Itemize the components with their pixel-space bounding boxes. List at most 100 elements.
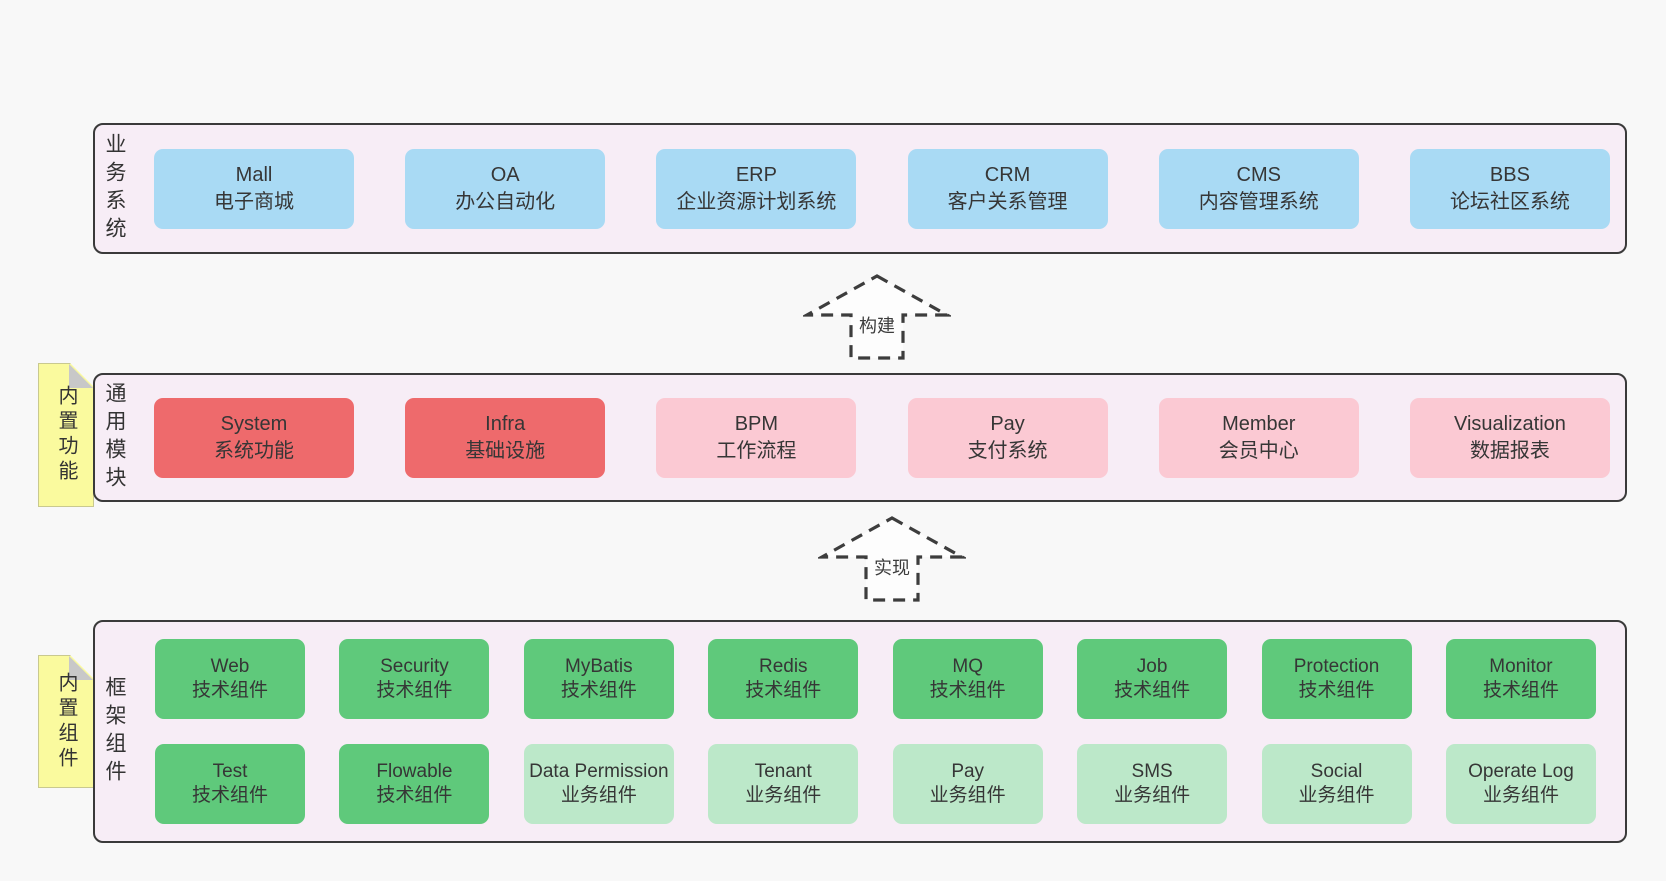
box-web: Web 技术组件 <box>155 639 305 719</box>
box-subtitle: 业务组件 <box>1114 785 1191 806</box>
arrow-implement: 实现 <box>818 514 966 604</box>
box-operate-log: Operate Log 业务组件 <box>1445 744 1596 824</box>
box-title: Mall <box>235 163 273 186</box>
component-row-2: Test 技术组件 Flowable 技术组件 Data Permission … <box>155 744 1596 824</box>
band-framework-components: 框架组件 Web 技术组件 Security 技术组件 MyBatis 技术组件… <box>93 620 1627 843</box>
box-subtitle: 技术组件 <box>1298 680 1375 701</box>
box-data-permission: Data Permission 业务组件 <box>523 744 674 824</box>
band-boxes: System 系统功能 Infra 基础设施 BPM 工作流程 Pay 支付系统… <box>154 375 1610 500</box>
box-subtitle: 技术组件 <box>1114 680 1191 701</box>
box-title: Redis <box>758 656 808 677</box>
box-subtitle: 技术组件 <box>191 785 268 806</box>
box-protection: Protection 技术组件 <box>1261 639 1412 719</box>
box-infra: Infra 基础设施 <box>405 397 606 478</box>
box-mybatis: MyBatis 技术组件 <box>523 639 674 719</box>
box-subtitle: 电子商城 <box>214 190 294 213</box>
box-subtitle: 企业资源计划系统 <box>676 190 837 213</box>
box-monitor: Monitor 技术组件 <box>1445 639 1596 719</box>
component-row-1: Web 技术组件 Security 技术组件 MyBatis 技术组件 Redi… <box>155 639 1596 719</box>
box-title: Job <box>1136 656 1168 677</box>
box-pay-component: Pay 业务组件 <box>892 744 1043 824</box>
arrow-implement-label: 实现 <box>874 558 910 578</box>
box-subtitle: 技术组件 <box>376 785 453 806</box>
box-flowable: Flowable 技术组件 <box>339 744 490 824</box>
sticky-note-label: 内置组件 <box>55 671 77 772</box>
box-title: Pay <box>951 761 985 782</box>
box-oa: OA 办公自动化 <box>405 148 606 229</box>
box-redis: Redis 技术组件 <box>708 639 859 719</box>
box-sms: SMS 业务组件 <box>1077 744 1228 824</box>
box-mall: Mall 电子商城 <box>154 148 354 229</box>
band-rows: Web 技术组件 Security 技术组件 MyBatis 技术组件 Redi… <box>155 622 1596 841</box>
box-subtitle: 支付系统 <box>967 439 1048 462</box>
box-test: Test 技术组件 <box>155 744 305 824</box>
box-title: System <box>220 412 288 435</box>
box-subtitle: 技术组件 <box>560 680 637 701</box>
box-subtitle: 业务组件 <box>1298 785 1375 806</box>
box-title: Tenant <box>754 761 812 782</box>
box-title: Monitor <box>1489 656 1553 677</box>
box-tenant: Tenant 业务组件 <box>708 744 859 824</box>
box-bpm: BPM 工作流程 <box>656 397 857 478</box>
box-title: Pay <box>990 412 1025 435</box>
box-title: Data Permission <box>529 761 669 782</box>
box-subtitle: 技术组件 <box>1482 680 1559 701</box>
box-subtitle: 业务组件 <box>929 785 1006 806</box>
band-common-modules: 通用模块 System 系统功能 Infra 基础设施 BPM 工作流程 Pay… <box>93 373 1627 502</box>
band-label: 通用模块 <box>103 381 126 494</box>
sticky-note-built-in-components: 内置组件 <box>38 655 94 788</box>
box-member: Member 会员中心 <box>1158 397 1359 478</box>
box-subtitle: 数据报表 <box>1469 439 1550 462</box>
box-subtitle: 内容管理系统 <box>1198 190 1319 213</box>
box-subtitle: 技术组件 <box>929 680 1006 701</box>
box-title: Visualization <box>1453 412 1566 435</box>
up-arrow-icon: 构建 <box>803 274 951 360</box>
box-subtitle: 论坛社区系统 <box>1449 190 1570 213</box>
box-title: Web <box>210 656 250 677</box>
band-label: 框架组件 <box>103 675 126 788</box>
box-title: MyBatis <box>565 656 633 677</box>
box-title: Member <box>1222 412 1296 435</box>
box-erp: ERP 企业资源计划系统 <box>656 148 857 229</box>
box-subtitle: 技术组件 <box>745 680 822 701</box>
box-system: System 系统功能 <box>154 397 354 478</box>
box-title: Protection <box>1293 656 1380 677</box>
box-subtitle: 客户关系管理 <box>947 190 1068 213</box>
box-title: SMS <box>1131 761 1173 782</box>
band-business-systems: 业务系统 Mall 电子商城 OA 办公自动化 ERP 企业资源计划系统 CRM… <box>93 123 1627 254</box>
box-subtitle: 业务组件 <box>560 785 637 806</box>
box-subtitle: 技术组件 <box>376 680 453 701</box>
box-title: Flowable <box>376 761 453 782</box>
band-label: 业务系统 <box>103 132 126 245</box>
box-title: Infra <box>485 412 526 435</box>
box-visualization: Visualization 数据报表 <box>1409 397 1610 478</box>
box-title: BPM <box>734 412 779 435</box>
box-title: Security <box>380 656 449 677</box>
box-title: BBS <box>1489 163 1530 186</box>
box-job: Job 技术组件 <box>1077 639 1228 719</box>
sticky-note-label: 内置功能 <box>55 385 77 485</box>
box-title: Operate Log <box>1468 761 1574 782</box>
box-title: CMS <box>1236 163 1281 186</box>
box-title: CRM <box>984 163 1031 186</box>
arrow-build: 构建 <box>803 272 951 362</box>
box-subtitle: 业务组件 <box>1482 785 1559 806</box>
box-title: MQ <box>952 656 983 677</box>
box-subtitle: 系统功能 <box>214 439 294 462</box>
box-title: ERP <box>735 163 777 186</box>
box-pay-system: Pay 支付系统 <box>907 397 1108 478</box>
box-bbs: BBS 论坛社区系统 <box>1409 148 1610 229</box>
box-social: Social 业务组件 <box>1261 744 1412 824</box>
box-subtitle: 办公自动化 <box>455 190 556 213</box>
sticky-note-built-in-features: 内置功能 <box>38 363 94 507</box>
box-subtitle: 技术组件 <box>191 680 268 701</box>
box-title: Test <box>212 761 248 782</box>
arrow-build-label: 构建 <box>859 316 895 336</box>
box-title: OA <box>490 163 520 186</box>
box-title: Social <box>1310 761 1363 782</box>
box-subtitle: 业务组件 <box>745 785 822 806</box>
box-mq: MQ 技术组件 <box>892 639 1043 719</box>
box-crm: CRM 客户关系管理 <box>907 148 1108 229</box>
box-cms: CMS 内容管理系统 <box>1158 148 1359 229</box>
